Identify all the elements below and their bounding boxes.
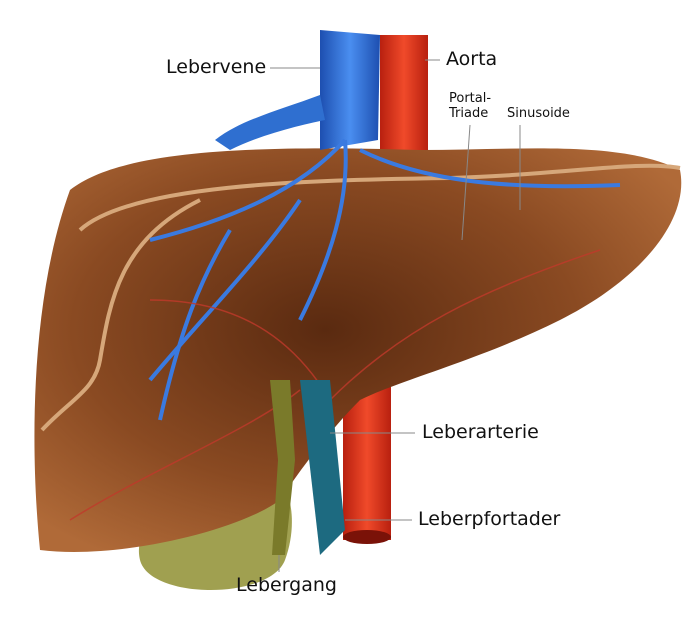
vein-branches (148, 138, 621, 421)
label-portal-triade-line1: Portal- (449, 91, 492, 106)
label-leberpfortader: Leberpfortader (418, 508, 561, 530)
aorta-vessel (380, 35, 428, 165)
label-lebergang: Lebergang (236, 574, 337, 596)
label-sinusoide: Sinusoide (507, 106, 570, 121)
label-aorta: Aorta (446, 48, 498, 70)
bile-duct (270, 380, 295, 555)
ligament-line (78, 163, 681, 232)
portal-vein (300, 380, 345, 555)
label-leberarterie: Leberarterie (422, 421, 539, 443)
label-lebervene: Lebervene (166, 56, 267, 78)
label-portal-triade-line2: Triade (449, 106, 489, 121)
label-portal-triade: Portal- Triade (449, 91, 491, 121)
hepatic-vein (320, 30, 380, 150)
